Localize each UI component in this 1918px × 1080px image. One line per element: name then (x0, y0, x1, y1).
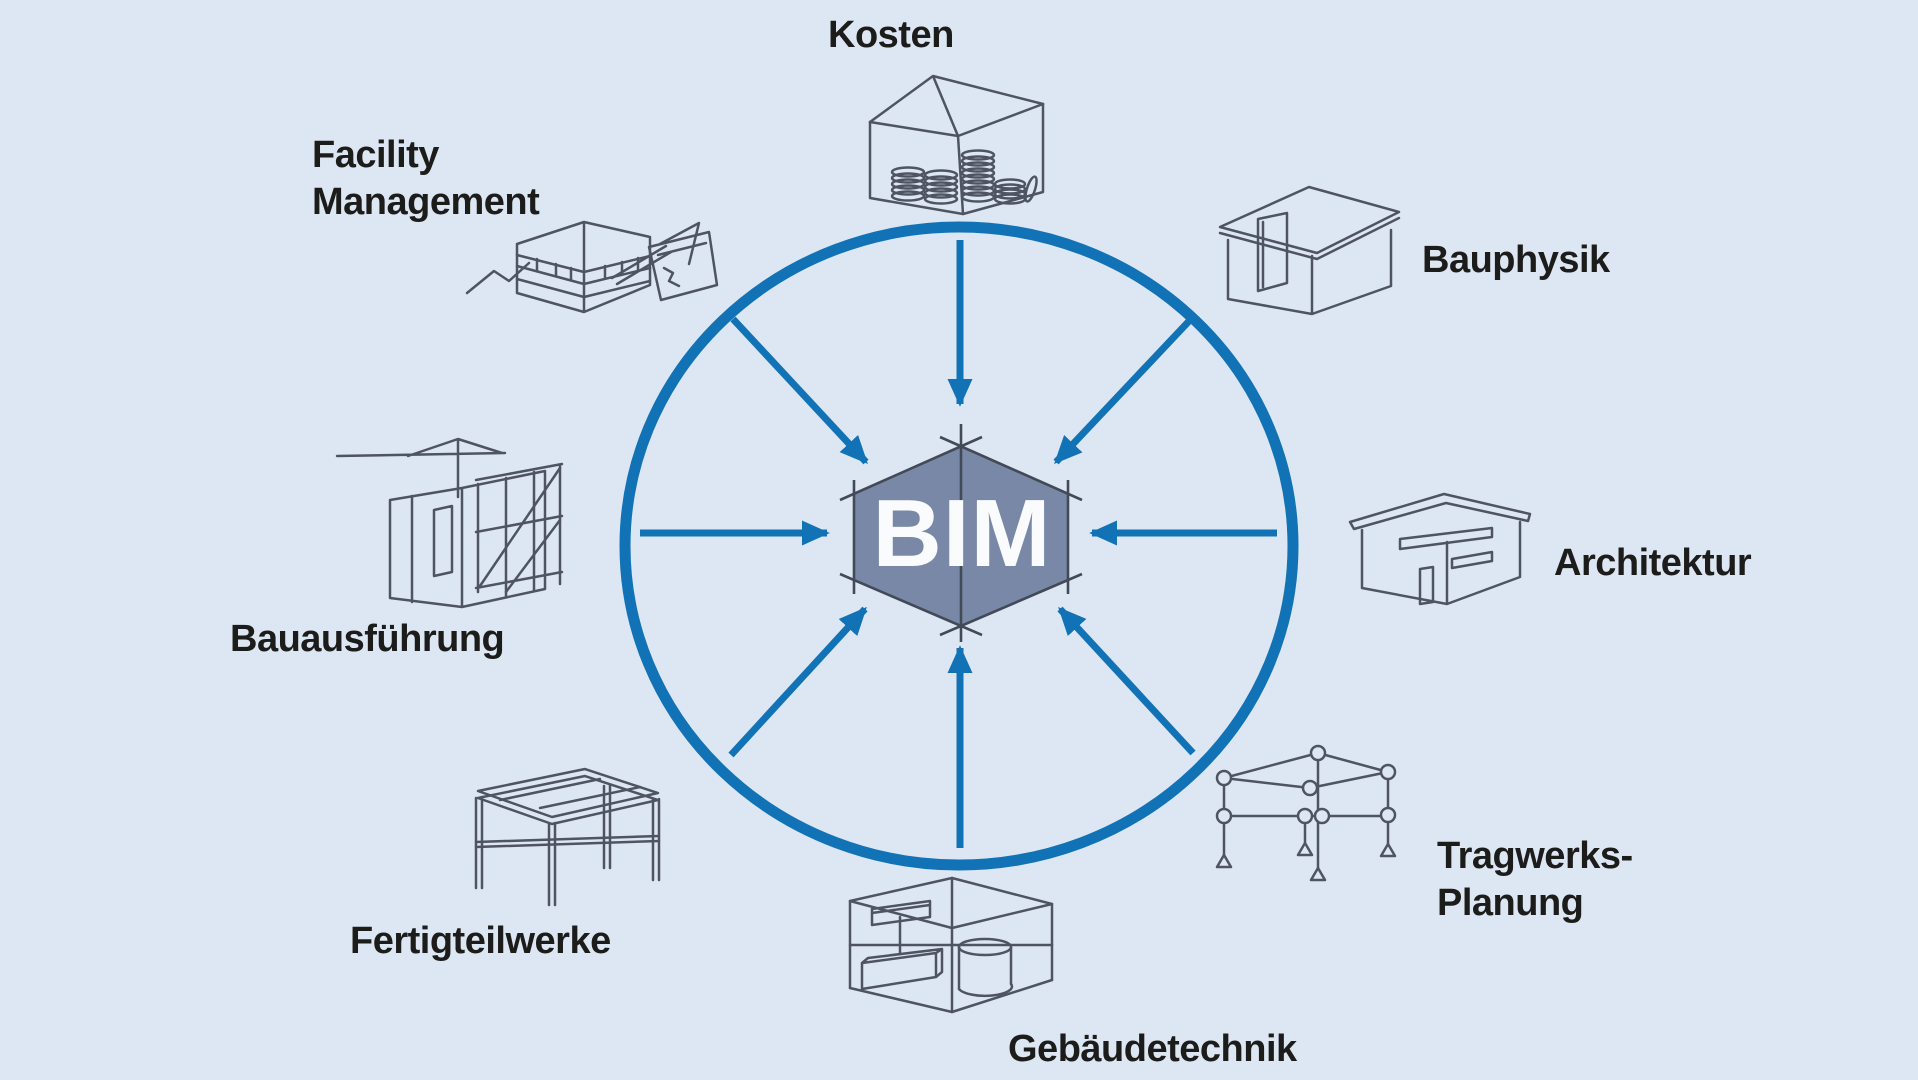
modern-house-icon (1348, 492, 1532, 606)
coin-stacks-box-icon (868, 74, 1045, 216)
inward-arrows (640, 240, 1277, 848)
label-gebaeudetechnik: Gebäudetechnik (1008, 1028, 1297, 1070)
house-shell-icon (1218, 185, 1401, 316)
bim-cube-edges (839, 424, 1083, 642)
label-kosten: Kosten (828, 14, 954, 56)
label-tragwerksplanung: Tragwerks- Planung (1437, 835, 1633, 924)
label-facility-management: Facility Management (312, 134, 540, 223)
frame-supports (1215, 841, 1397, 882)
arrow-fertigteilwerke (728, 606, 868, 758)
label-architektur: Architektur (1554, 542, 1752, 584)
construction-scaffold-icon (335, 437, 564, 609)
structural-frame-icon (1215, 744, 1397, 882)
arrow-facility-management (730, 316, 869, 465)
bim-center-label: BIM (872, 480, 1052, 587)
precast-frame-icon (474, 767, 661, 907)
label-bauphysik: Bauphysik (1422, 239, 1610, 281)
frame-joints (1215, 744, 1397, 825)
bim-cube (839, 424, 1083, 642)
bim-circle (619, 221, 1299, 871)
label-fertigteilwerke: Fertigteilwerke (350, 920, 611, 962)
arrow-bauphysik (1053, 316, 1194, 465)
coin-stacks (890, 149, 1038, 205)
building-services-room-icon (848, 876, 1054, 1014)
label-bauausfuehrung: Bauausführung (230, 618, 505, 660)
arrow-tragwerksplanung (1057, 606, 1196, 756)
office-building-trend-icon (465, 220, 719, 314)
